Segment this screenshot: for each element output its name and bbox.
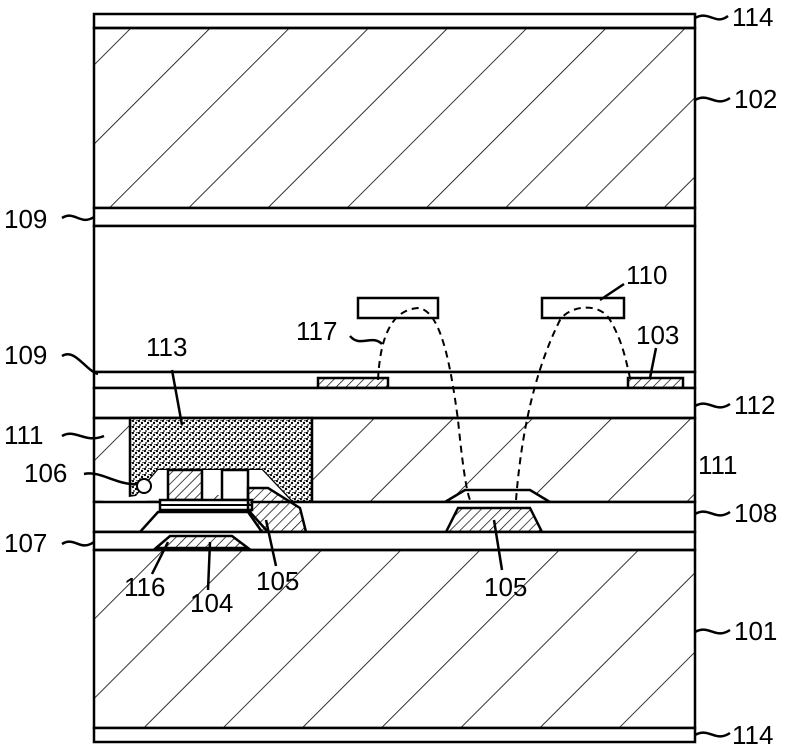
contact-hole [445, 490, 550, 502]
label-106: 106 [24, 458, 67, 488]
label-114-bottom: 114 [732, 720, 773, 746]
label-117: 117 [296, 316, 337, 346]
leader-109-mid [62, 354, 98, 374]
leader-107 [62, 542, 94, 546]
leader-101 [695, 630, 730, 634]
electrode-110-right [542, 298, 624, 318]
label-109-top: 109 [4, 204, 47, 234]
label-105-right: 105 [484, 572, 527, 602]
label-102: 102 [734, 84, 777, 114]
label-104: 104 [190, 588, 233, 618]
label-112: 112 [734, 390, 775, 420]
leader-112 [695, 404, 730, 408]
upper-substrate-102 [94, 28, 695, 208]
bottom-film-114 [94, 728, 695, 742]
label-107: 107 [4, 528, 47, 558]
electrode-110-left [358, 298, 438, 318]
label-108: 108 [734, 498, 777, 528]
label-111-left: 111 [4, 420, 44, 450]
lower-alignment-film-109 [94, 372, 695, 388]
leader-114-top [695, 16, 728, 20]
via-circle [137, 479, 151, 493]
top-film-114 [94, 14, 695, 28]
tft-electrode-106-right [222, 470, 248, 500]
layer-112 [94, 388, 695, 418]
label-111-right: 111 [698, 450, 738, 480]
leader-102 [695, 98, 730, 102]
label-101: 101 [734, 616, 777, 646]
electrode-103-right [628, 378, 683, 388]
label-109-mid: 109 [4, 340, 47, 370]
lower-substrate-101 [94, 550, 695, 728]
tft-electrode-106-left [168, 470, 202, 500]
label-116: 116 [124, 572, 165, 602]
label-113: 113 [146, 332, 187, 362]
leader-114-bottom [695, 733, 730, 737]
upper-alignment-film-109 [94, 208, 695, 226]
label-103: 103 [636, 320, 679, 350]
leader-109-top [62, 216, 94, 220]
label-114-top: 114 [732, 2, 773, 32]
gate-electrode-104 [156, 536, 248, 548]
label-110: 110 [626, 260, 667, 290]
leader-108 [695, 512, 730, 516]
label-105-left: 105 [256, 566, 299, 596]
